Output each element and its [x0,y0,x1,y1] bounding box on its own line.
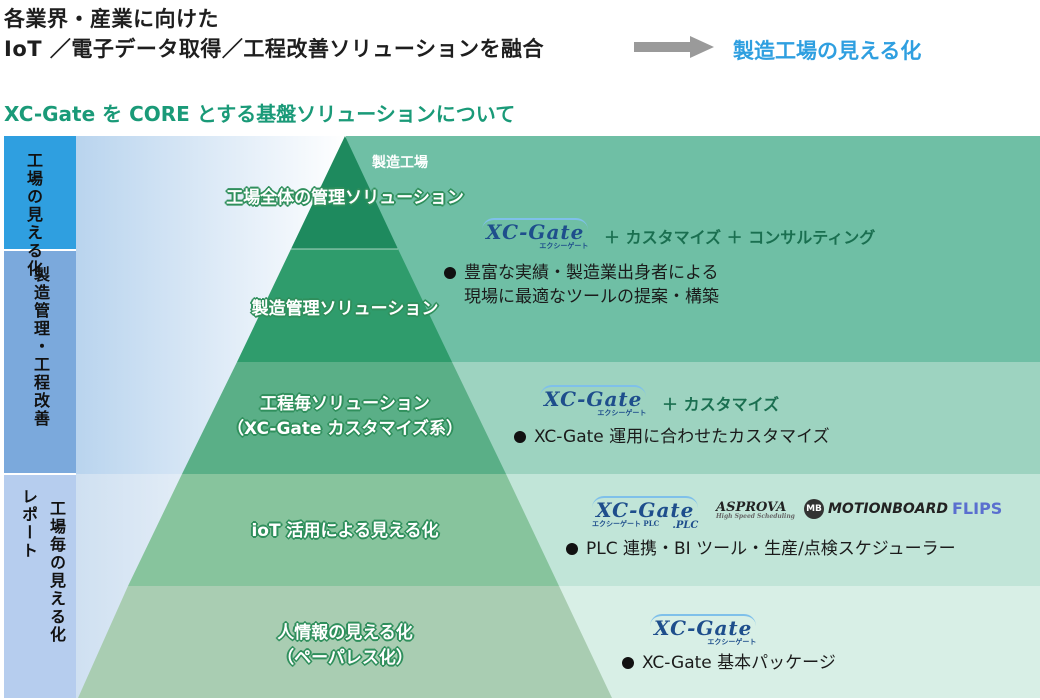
xcgate-logo-1: XC-Gate エクシーゲート [482,218,589,251]
xcgate-logo-3: XC-Gate エクシーゲート [650,614,757,647]
side-box-report [4,474,76,698]
flips-logo: FLIPS [952,499,1003,518]
tier-1-label: 工場全体の管理ソリューション [226,188,464,208]
bullet-icon [444,267,456,279]
tier-4-label: ioT 活用による見える化 [251,521,439,541]
side-label-factory: 工場の見える化 [24,152,43,278]
pyramid-tier-1 [291,136,398,249]
asprova-logo: ASPROVA High Speed Scheduling [716,500,795,520]
bullet-icon [514,431,526,443]
tier-5-label-line-1: 人情報の見える化 [277,623,413,643]
xcgate-plc-logo: XC-Gate .PLC エクシーゲート PLC [592,496,699,531]
bullet-icon [622,657,634,669]
pyramid-tier-5 [78,586,612,698]
xcgate-logo-2: XC-Gate エクシーゲート [540,385,647,418]
row-3-description: PLC 連携・BI ツール・生産/点検スケジューラー [566,538,956,562]
tier-2-label: 製造管理ソリューション [251,299,439,319]
header-line-1: 各業界・産業に向けた [4,7,219,31]
side-box-factory [4,136,76,250]
motionboard-badge-icon: MB [804,499,824,519]
row-1-description: 豊富な実績・製造業出身者による 現場に最適なツールの提案・構築 [444,262,719,310]
row-4-description: XC-Gate 基本パッケージ [622,652,836,676]
row-1-plus: ＋ カスタマイズ ＋ コンサルティング [604,228,876,247]
pyramid-tier-2 [237,249,452,362]
row-2-plus: ＋ カスタマイズ [662,395,780,414]
tier-3-label-line-2: （XC-Gate カスタマイズ系） [227,419,463,439]
arrow-icon [634,36,714,58]
pyramid-tier-4 [128,474,559,586]
header-line-2: IoT ／電子データ取得／工程改善ソリューションを融合 [4,37,544,61]
side-label-mgmt: 製造管理・工程改善 [31,266,50,428]
tier-5-label-line-2: （ペーパレス化） [277,648,413,668]
band-top [340,136,1040,362]
row-2-description: XC-Gate 運用に合わせたカスタマイズ [514,426,830,450]
side-box-mgmt [4,250,76,474]
side-label-report-left: レポート [19,488,38,560]
tier-3-label-line-1: 工程毎ソリューション [260,394,430,414]
pyramid-apex-label: 製造工場 [372,155,428,171]
side-label-report-right: 工場毎の見える化 [47,500,66,644]
pyramid-tier-3 [182,362,506,474]
result-label: 製造工場の見える化 [733,39,922,63]
bullet-icon [566,543,578,555]
subtitle: XC-Gate を CORE とする基盤ソリューションについて [4,102,516,126]
